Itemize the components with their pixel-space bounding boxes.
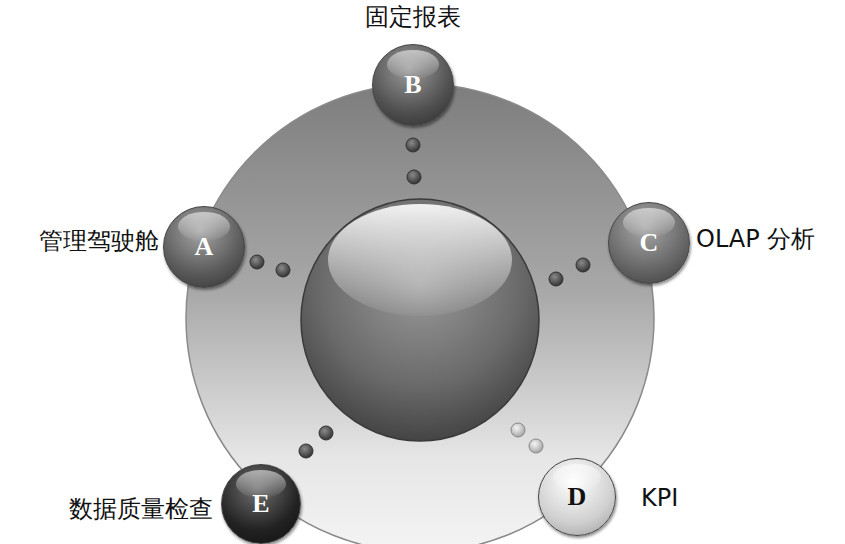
letter-ball: A管理驾驶舱 <box>163 206 245 288</box>
ball-letter: E <box>222 491 300 517</box>
ball-letter: B <box>373 72 453 98</box>
ball-label: OLAP 分析 <box>696 226 815 252</box>
ball-label: KPI <box>641 485 678 511</box>
letter-ball: B固定报表 <box>372 44 454 126</box>
ball-label: 固定报表 <box>365 4 461 30</box>
ball-label: 管理驾驶舱 <box>39 228 159 254</box>
ball-label: 数据质量检查 <box>69 496 213 522</box>
connector-dots <box>250 138 590 458</box>
letter-ball: COLAP 分析 <box>608 202 690 284</box>
ball-letter: D <box>539 484 615 510</box>
ball-letter: A <box>164 234 244 260</box>
letter-ball: E数据质量检查 <box>221 464 301 544</box>
sphere-highlight <box>328 204 512 316</box>
center-sphere <box>301 199 539 441</box>
letter-ball: DKPI <box>538 458 616 536</box>
outer-disk <box>186 84 654 544</box>
ball-letter: C <box>609 230 689 256</box>
